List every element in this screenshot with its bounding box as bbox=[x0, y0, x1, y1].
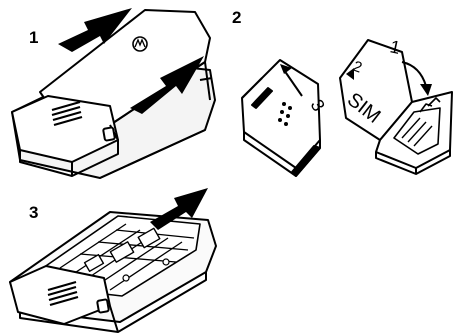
phone-back-cover-icon bbox=[12, 10, 215, 178]
motorola-logo-icon bbox=[133, 37, 147, 51]
sim-card-icon bbox=[242, 60, 320, 176]
phone-open-battery-icon bbox=[10, 212, 216, 332]
